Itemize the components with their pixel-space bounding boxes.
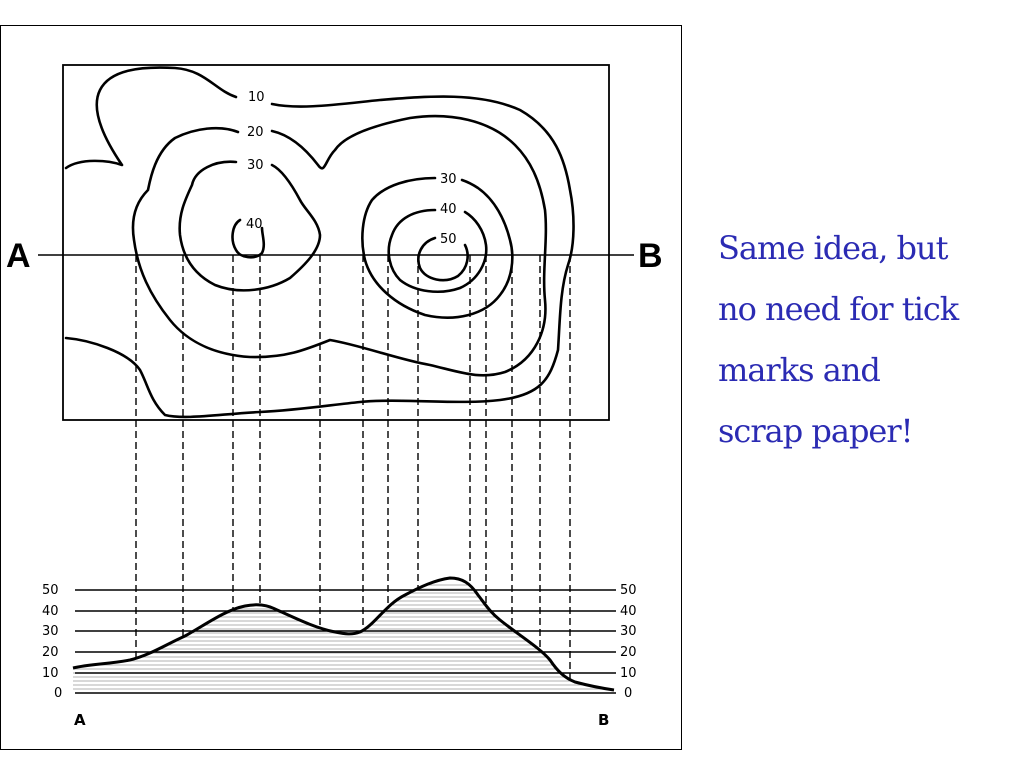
caption-line-4: scrap paper! [718, 412, 914, 450]
profile-right-label-30: 30 [620, 624, 637, 639]
contour-label-40-west: 40 [246, 217, 263, 232]
contour-10 [64, 66, 238, 170]
profile-left-label-10: 10 [42, 666, 59, 681]
contour-label-30-west: 30 [247, 158, 264, 173]
caption-line-1: Same idea, but [718, 229, 948, 267]
caption-line-2: no need for tick [718, 290, 959, 328]
profile-right-label-50: 50 [620, 583, 637, 598]
contour-label-30-east: 30 [440, 172, 457, 187]
profile-hatch-fill [73, 584, 608, 690]
figure-frame [0, 25, 682, 750]
profile-right-label-10: 10 [620, 666, 637, 681]
contour-label-10: 10 [248, 90, 265, 105]
profile-left-label-20: 20 [42, 645, 59, 660]
contour-30-east [361, 176, 514, 319]
contour-label-40-east: 40 [440, 202, 457, 217]
profile-end-label: B [598, 711, 609, 729]
profile-right-label-0: 0 [624, 686, 632, 701]
contour-label-50-east: 50 [440, 232, 457, 247]
profile-start-label: A [74, 711, 86, 729]
contour-label-20: 20 [247, 125, 264, 140]
profile-left-label-0: 0 [54, 686, 62, 701]
projection-lines [135, 255, 571, 680]
profile-curve [72, 576, 615, 692]
profile-right-label-40: 40 [620, 604, 637, 619]
contour-40-west [231, 218, 266, 259]
contour-30-west [178, 160, 322, 292]
profile-left-label-50: 50 [42, 583, 59, 598]
contour-10-east [64, 95, 575, 419]
topographic-profile-diagram: 10 20 30 40 30 40 50 A B 50 40 30 20 10 … [6, 64, 663, 729]
contour-20 [131, 114, 548, 377]
profile-right-label-20: 20 [620, 645, 637, 660]
caption-text: Same idea, but no need for tick marks an… [718, 218, 1008, 462]
endpoint-a-label: A [6, 237, 31, 275]
profile-left-label-40: 40 [42, 604, 59, 619]
map-frame [62, 64, 610, 421]
contour-40-east [387, 208, 488, 294]
contour-50-east [417, 236, 469, 282]
profile-left-label-30: 30 [42, 624, 59, 639]
caption-line-3: marks and [718, 351, 881, 389]
endpoint-b-label: B [638, 237, 663, 275]
